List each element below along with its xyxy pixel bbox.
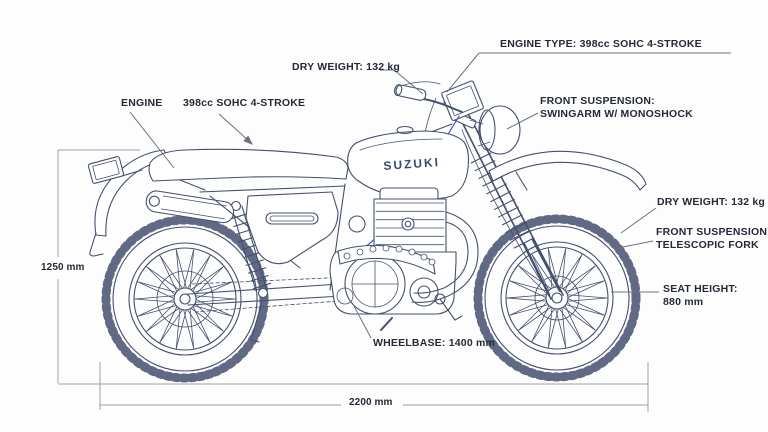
callout-wheelbase: WHEELBASE: 1400 mm: [373, 337, 496, 349]
exhaust-muffler: [145, 190, 235, 224]
side-panel: [245, 191, 339, 265]
callout-engine-type: ENGINE TYPE: 398cc SOHC 4-STROKE: [500, 38, 702, 50]
dimension-overall-length: 2200 mm: [349, 397, 393, 408]
front-wheel: [473, 214, 641, 382]
footpeg: [380, 317, 393, 331]
side-stand: [250, 301, 263, 343]
callout-line: 880 mm: [663, 296, 704, 308]
handlebar: [393, 81, 463, 181]
callout-line: SEAT HEIGHT:: [663, 283, 738, 295]
callout-dry-weight-right: DRY WEIGHT: 132 kg: [657, 196, 766, 208]
callout-line: SWINGARM W/ MONOSHOCK: [540, 108, 693, 120]
arrowhead-icon: [243, 135, 254, 145]
callout-line: FRONT SUSPENSION:: [540, 95, 655, 107]
headlight: [469, 105, 521, 155]
dimension-overall-height: 1250 mm: [41, 262, 85, 273]
callout-displacement: 398cc SOHC 4-STROKE: [183, 97, 306, 109]
fender-stay: [515, 171, 528, 191]
fuel-tank: SUZUKI: [347, 125, 470, 201]
seat: [148, 148, 349, 182]
callout-line: TELESCOPIC FORK: [656, 239, 759, 251]
front-fender: [488, 150, 647, 191]
callout-seat-height: SEAT HEIGHT: 880 mm: [663, 283, 738, 309]
callout-front-suspension-swingarm: FRONT SUSPENSION: SWINGARM W/ MONOSHOCK: [540, 95, 693, 121]
suzuki-logo: SUZUKI: [383, 155, 441, 173]
mudflap: [89, 232, 104, 257]
callout-line: FRONT SUSPENSION:: [656, 226, 768, 238]
callout-dry-weight-top: DRY WEIGHT: 132 kg: [292, 61, 401, 73]
kickstart-pivot: [434, 293, 446, 305]
callout-engine: ENGINE: [121, 97, 163, 109]
number-plate: [441, 80, 484, 121]
exhaust-header: [337, 211, 479, 303]
rear-wheel: [101, 215, 269, 383]
taillight: [87, 156, 125, 184]
drive-chain: [191, 276, 351, 285]
callout-front-suspension-telescopic: FRONT SUSPENSION: TELESCOPIC FORK: [656, 226, 768, 252]
leader-lines: [129, 52, 731, 339]
taillight-bracket: [121, 169, 143, 177]
dimension-lines: [57, 149, 649, 412]
carburetor: [348, 215, 366, 233]
fuel-cap: [396, 125, 414, 135]
motorcycle-illustration: SUZUKI: [87, 80, 647, 383]
